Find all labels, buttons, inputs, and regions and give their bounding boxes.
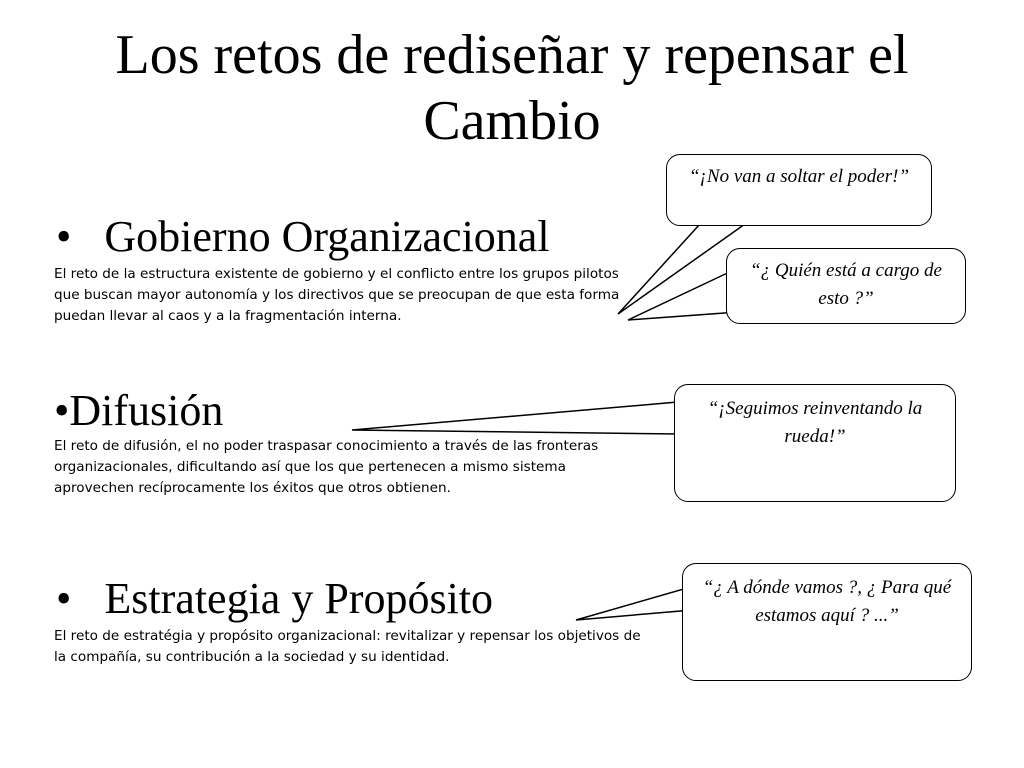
callout-pointer-3 (351, 401, 679, 435)
body-gobierno-organizacional: El reto de la estructura existente de go… (54, 266, 620, 324)
callout-text: “¿ A dónde vamos ?, ¿ Para qué estamos a… (702, 577, 952, 626)
callout-soltar-poder: “¡No van a soltar el poder!” (666, 154, 932, 226)
callout-quien-a-cargo: “¿ Quién está a cargo de esto ?” (726, 248, 966, 324)
callout-a-donde-vamos: “¿ A dónde vamos ?, ¿ Para qué estamos a… (682, 563, 972, 681)
body-estrategia-proposito: El reto de estratégia y propósito organi… (54, 628, 641, 665)
slide-title: Los retos de rediseñar y repensar el Cam… (115, 24, 909, 152)
heading-text: Estrategia y Propósito (104, 574, 494, 623)
callout-reinventando-rueda: “¡Seguimos reinventando la rueda!” (674, 384, 956, 502)
heading-text: Gobierno Organizacional (104, 212, 550, 261)
bullet-marker: • (56, 212, 72, 261)
heading-gobierno-organizacional: • Gobierno Organizacional (56, 212, 550, 262)
body-difusion: El reto de difusión, el no poder traspas… (54, 438, 599, 496)
heading-text: Difusión (69, 386, 224, 435)
callout-text: “¡No van a soltar el poder!” (688, 166, 910, 187)
callout-text: “¡Seguimos reinventando la rueda!” (707, 398, 923, 447)
heading-estrategia-proposito: • Estrategia y Propósito (56, 574, 493, 624)
bullet-marker: • (54, 386, 70, 435)
heading-difusion: •Difusión (54, 386, 223, 436)
callout-text: “¿ Quién está a cargo de esto ?” (750, 260, 942, 309)
bullet-marker: • (56, 574, 72, 623)
